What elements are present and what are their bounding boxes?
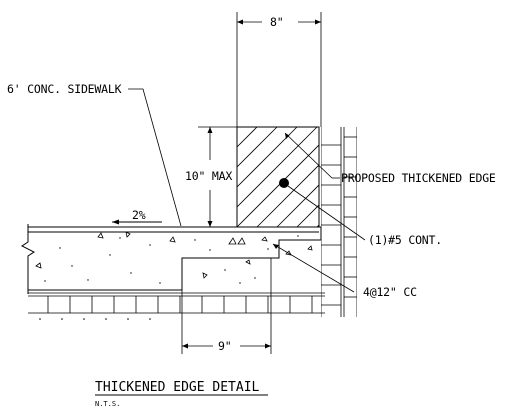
- slope-label: 2%: [132, 208, 146, 222]
- top-width-label: 8": [270, 15, 283, 29]
- sidewalk-callout: 6' CONC. SIDEWALK: [7, 82, 182, 227]
- concrete-sidewalk-slab: [21, 224, 322, 294]
- break-line: [21, 224, 35, 294]
- dowel-label: 4@12" CC: [363, 285, 417, 299]
- slope-indicator: 2%: [112, 208, 162, 225]
- sidewalk-label: 6' CONC. SIDEWALK: [7, 82, 122, 96]
- detail-title-block: THICKENED EDGE DETAIL N.T.S.: [95, 380, 268, 408]
- thickened-edge-callout: PROPOSED THICKENED EDGE: [284, 132, 496, 185]
- bottom-width-dimension: 9": [181, 258, 272, 354]
- rebar-label: (1)#5 CONT.: [368, 233, 442, 247]
- rebar-dot: [279, 178, 289, 188]
- brick-pavers-bottom: [28, 292, 325, 320]
- dowel-callout: 4@12" CC: [272, 243, 417, 299]
- rebar-callout: (1)#5 CONT.: [287, 185, 442, 247]
- brick-pavers-right: [321, 127, 357, 317]
- detail-title: THICKENED EDGE DETAIL: [95, 380, 260, 395]
- depth-label: 10" MAX: [185, 169, 232, 183]
- bottom-width-label: 9": [218, 339, 231, 353]
- top-width-dimension: 8": [236, 12, 322, 127]
- depth-dimension: 10" MAX: [185, 126, 237, 227]
- scale-note: N.T.S.: [95, 400, 120, 408]
- thickened-edge-label: PROPOSED THICKENED EDGE: [341, 171, 496, 185]
